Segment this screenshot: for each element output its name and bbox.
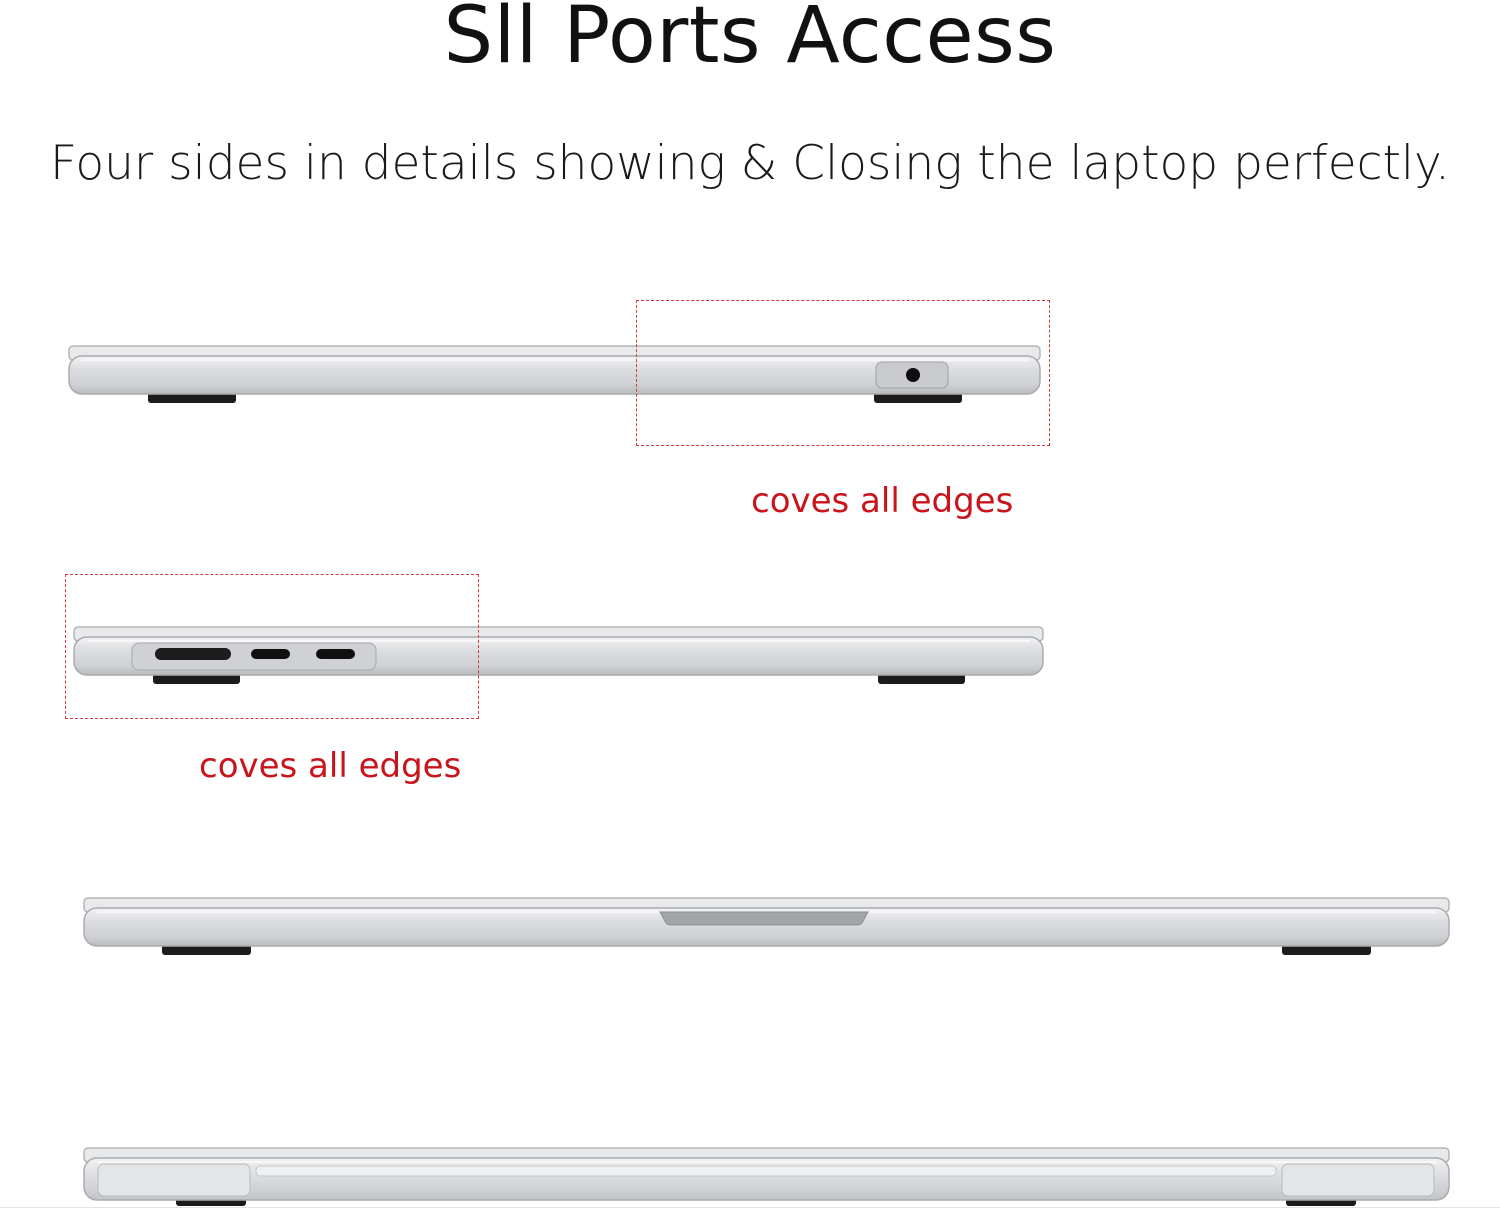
bottom-divider (0, 1207, 1500, 1208)
laptop-front-view (83, 897, 1450, 955)
case-base (83, 907, 1450, 947)
laptop-right-side-view (68, 345, 1041, 403)
thunderbolt-port-icon (316, 649, 355, 659)
laptop-left-side-view (73, 626, 1044, 684)
callout-label-left-side: coves all edges (199, 746, 462, 786)
callout-label-right-side: coves all edges (751, 481, 1014, 521)
lid-opening-notch (659, 911, 869, 926)
headphone-jack-icon (906, 368, 920, 382)
page-subtitle: Four sides in details showing & Closing … (50, 136, 1450, 191)
laptop-rear-view (83, 1147, 1450, 1206)
page-title: Sll Ports Access (443, 0, 1057, 81)
thunderbolt-port-icon (251, 649, 290, 659)
hinge-cutout (1281, 1163, 1435, 1197)
hinge-bar (255, 1165, 1277, 1177)
case-base (68, 355, 1041, 395)
case-base (83, 1157, 1450, 1201)
magsafe-port-icon (155, 648, 231, 660)
hinge-cutout (97, 1163, 251, 1197)
